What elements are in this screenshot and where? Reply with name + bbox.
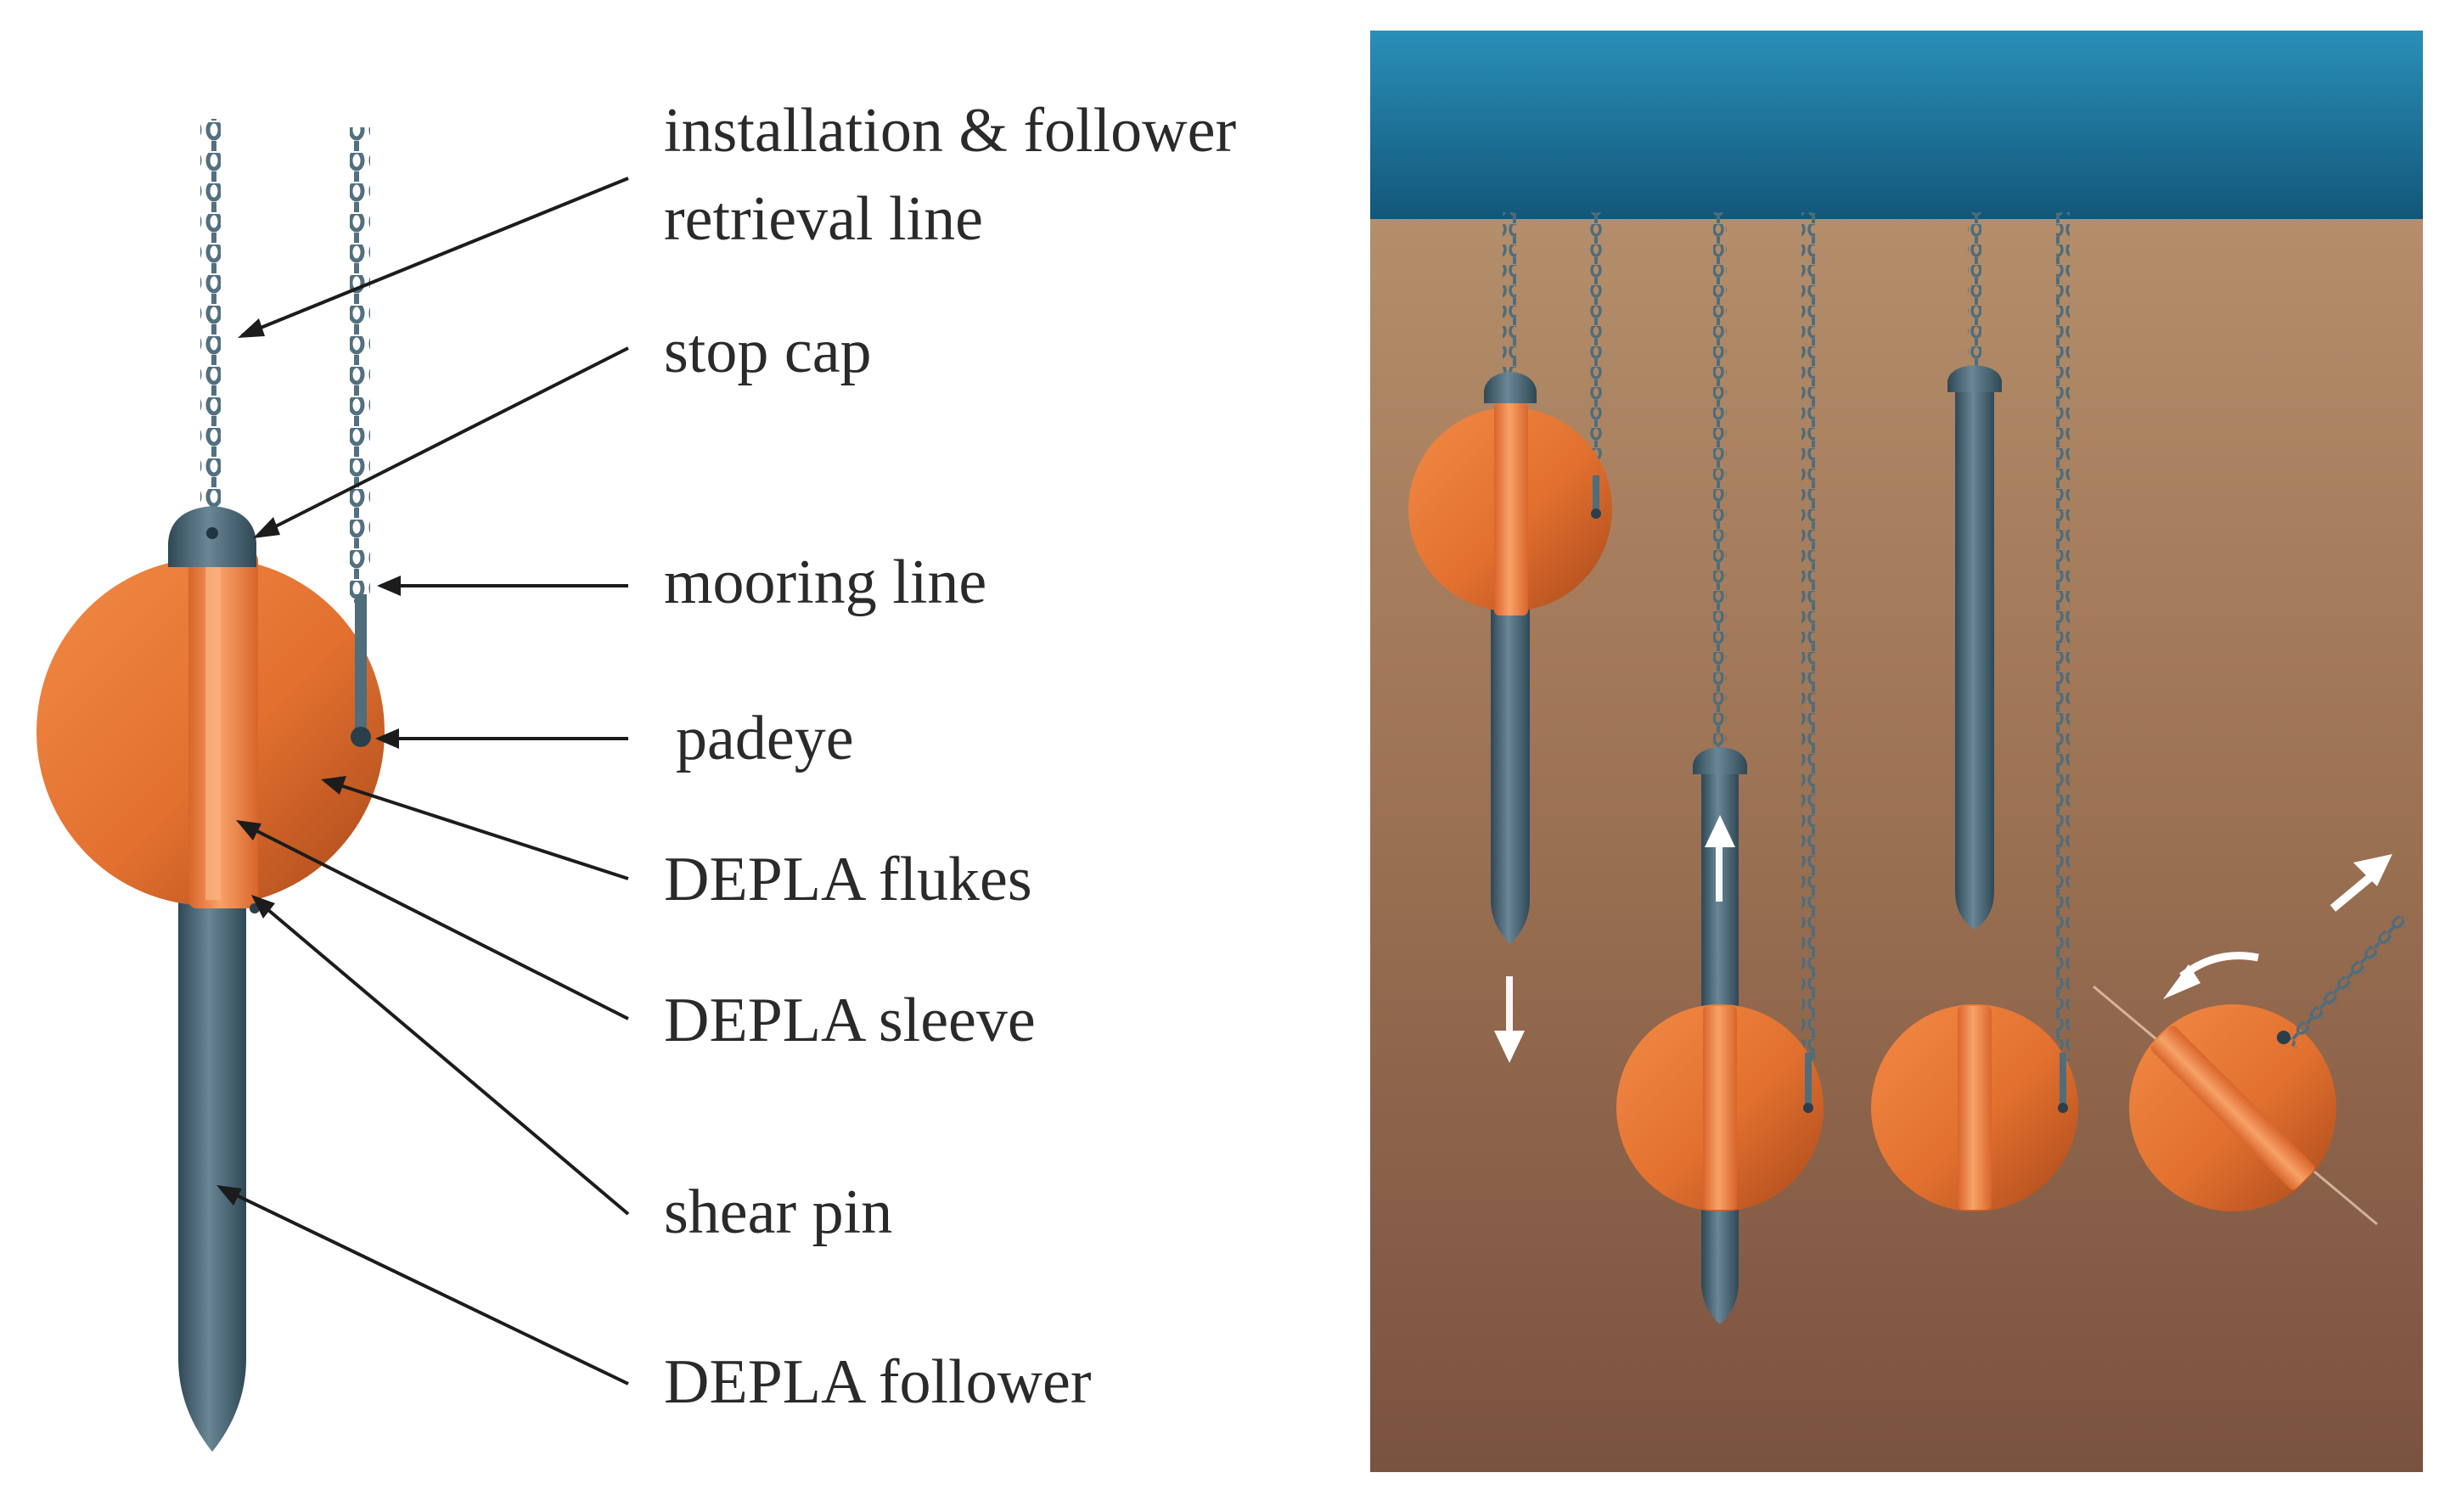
label-depla-flukes: DEPLA flukes <box>664 845 1032 914</box>
callout-arrows <box>216 177 630 1386</box>
installation-chain <box>200 119 221 526</box>
rotation-arrow-icon <box>2163 952 2259 999</box>
label-mooring-line: mooring line <box>664 548 986 617</box>
stage-2-follower-retrieval <box>1616 212 1824 1324</box>
label-depla-follower: DEPLA follower <box>664 1347 1092 1417</box>
label-installation-line-1: installation & follower <box>664 96 1236 166</box>
callout-labels: installation & follower retrieval line s… <box>664 96 1236 1417</box>
installation-sequence-panel <box>1370 31 2423 1472</box>
stage-3-follower-removed <box>1871 212 2078 1211</box>
label-padeye: padeye <box>676 704 854 773</box>
padeye <box>351 727 371 747</box>
down-arrow-icon <box>1494 976 1525 1063</box>
label-stop-cap: stop cap <box>664 317 872 386</box>
labelled-anchor <box>37 119 385 1452</box>
water-layer <box>1370 31 2423 219</box>
up-arrow-icon <box>1705 815 1735 902</box>
label-installation-line-2: retrieval line <box>664 184 983 254</box>
stage-1-penetration <box>1408 212 1612 1063</box>
label-depla-sleeve: DEPLA sleeve <box>664 986 1036 1055</box>
pull-arrow-icon <box>2330 854 2392 912</box>
depla-follower <box>178 866 246 1452</box>
mooring-chain <box>350 127 370 603</box>
depla-sleeve <box>188 552 258 908</box>
stage-4-keying <box>2093 854 2409 1226</box>
label-shear-pin: shear pin <box>664 1178 892 1247</box>
